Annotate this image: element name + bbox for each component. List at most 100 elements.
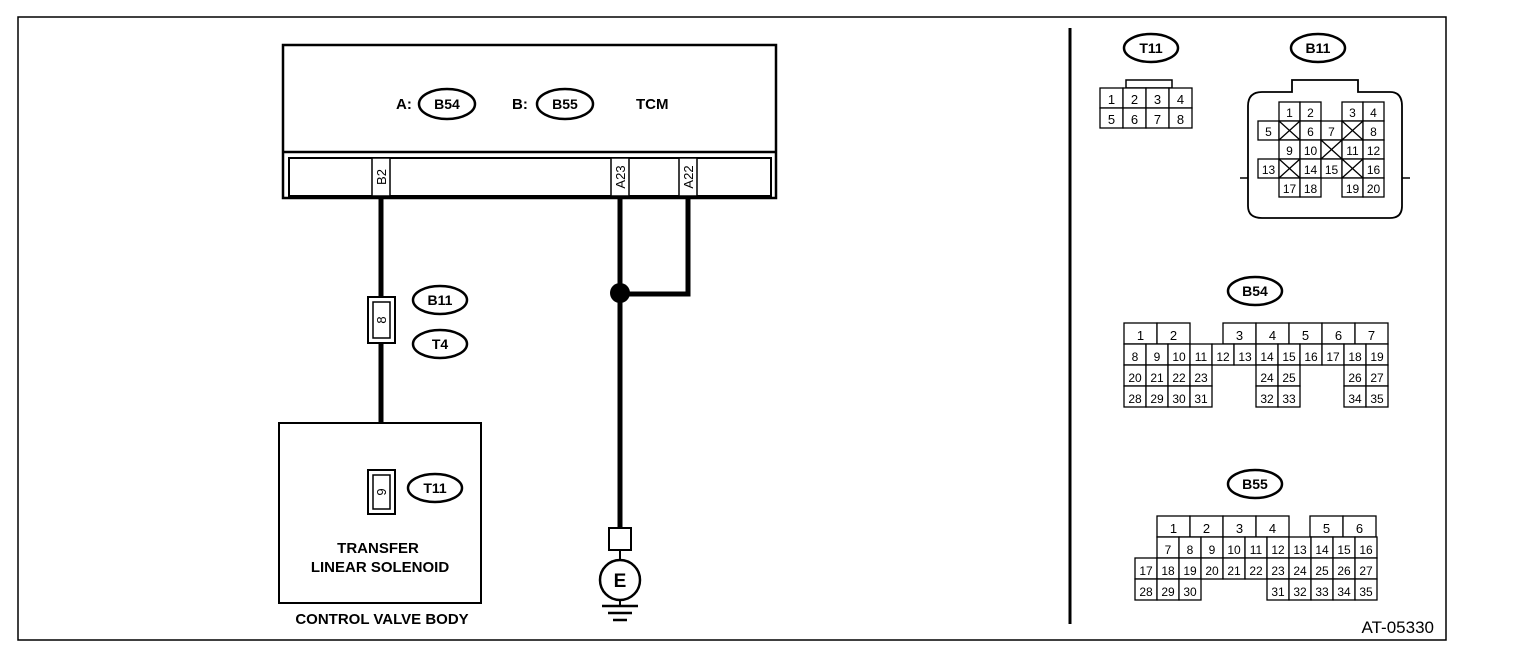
b55-pin-label: 16 (1359, 543, 1373, 557)
solenoid-connector-id: T11 (423, 480, 447, 496)
b55-pin-label: 9 (1209, 543, 1216, 557)
b11-pin-label: 18 (1304, 182, 1318, 196)
solenoid-connector-pin: 9 (374, 488, 389, 495)
t11-pin-label: 4 (1177, 92, 1184, 107)
terminal-b2-label: B2 (374, 169, 389, 185)
b55-pin-label: 25 (1315, 564, 1329, 578)
b54-pin-label: 24 (1260, 371, 1274, 385)
b11-pin-label: 19 (1346, 182, 1360, 196)
b55-pin-label: 15 (1337, 543, 1351, 557)
control-valve-label: CONTROL VALVE BODY (295, 611, 468, 628)
b55-pin-label: 30 (1183, 585, 1197, 599)
b54-pin-label: 6 (1335, 328, 1342, 343)
terminal-a23-label: A23 (613, 165, 628, 188)
b54-pin-label: 20 (1128, 371, 1142, 385)
b11-pin-label: 10 (1304, 144, 1318, 158)
b54-pin-label: 32 (1260, 392, 1274, 406)
b55-pin-label: 12 (1271, 543, 1285, 557)
b55-pin-label: 32 (1293, 585, 1307, 599)
b54-pin-label: 22 (1172, 371, 1186, 385)
b54-pin-label: 23 (1194, 371, 1208, 385)
b54-pin-label: 26 (1348, 371, 1362, 385)
t11-pin-label: 8 (1177, 112, 1184, 127)
b54-pin-label: 2 (1170, 328, 1177, 343)
b55-pin-label: 8 (1187, 543, 1194, 557)
b54-pin-label: 35 (1370, 392, 1384, 406)
b55-pin-label: 33 (1315, 585, 1329, 599)
b55-title: B55 (1242, 476, 1268, 492)
b54-pin-label: 12 (1216, 350, 1230, 364)
b54-pin-label: 27 (1370, 371, 1384, 385)
harness-upper-id: B11 (428, 292, 453, 308)
t11-title: T11 (1139, 40, 1163, 56)
b55-pin-label: 11 (1250, 543, 1263, 557)
b55-pin-label: 6 (1356, 521, 1363, 536)
tcm-box (281, 43, 778, 200)
b55-pin-label: 28 (1139, 585, 1153, 599)
figure-id: AT-05330 (1362, 618, 1434, 637)
b11-pin-label: 20 (1367, 182, 1381, 196)
b54-pin-label: 13 (1238, 350, 1252, 364)
t11-pin-label: 6 (1131, 112, 1138, 127)
b55-pin-label: 19 (1183, 564, 1197, 578)
b11-title: B11 (1306, 40, 1331, 56)
b11-pin-label: 17 (1283, 182, 1297, 196)
b55-pin-label: 2 (1203, 521, 1210, 536)
harness-connector-b11-t4: 8 B11 T4 (367, 284, 469, 360)
b54-pin-label: 1 (1137, 328, 1144, 343)
b54-pin-label: 7 (1368, 328, 1375, 343)
b55-pin-label: 10 (1227, 543, 1241, 557)
ground-label: E (614, 571, 627, 592)
b54-pin-label: 21 (1150, 371, 1164, 385)
b11-pin-label: 3 (1349, 106, 1356, 120)
control-valve-body: 9 T11 TRANSFER LINEAR SOLENOID CONTROL V… (278, 422, 482, 628)
b11-pin-label: 7 (1328, 125, 1335, 139)
b55-pin-label: 31 (1271, 585, 1285, 599)
b55-pin-label: 13 (1293, 543, 1307, 557)
b54-pin-label: 25 (1282, 371, 1296, 385)
b55-pin-cell (1178, 578, 1202, 601)
b55-pin-label: 29 (1161, 585, 1175, 599)
t11-pin-label: 7 (1154, 112, 1161, 127)
b55-title-oval (1226, 468, 1284, 500)
b54-pin-cell (1189, 385, 1213, 408)
b55-pin-label: 20 (1205, 564, 1219, 578)
connector-b-id: B55 (552, 96, 578, 112)
b11-pin-label: 16 (1367, 163, 1381, 177)
b55-pin-label: 23 (1271, 564, 1285, 578)
b54-pin-label: 31 (1194, 392, 1208, 406)
b55-pin-label: 21 (1227, 564, 1241, 578)
t11-pin-label: 1 (1108, 92, 1115, 107)
wire-a22-ground (620, 196, 691, 297)
b54-pin-label: 29 (1150, 392, 1164, 406)
b55-pin-label: 4 (1269, 521, 1276, 536)
b54-pin-label: 8 (1132, 350, 1139, 364)
b54-pin-label: 18 (1348, 350, 1362, 364)
tcm-label: TCM (636, 96, 669, 113)
b11-pin-cell (1299, 177, 1322, 198)
b55-pin-label: 1 (1170, 521, 1177, 536)
b55-pin-label: 7 (1165, 543, 1172, 557)
b54-pin-cell (1277, 385, 1301, 408)
splice-point (610, 283, 630, 303)
solenoid-label-line1: TRANSFER (337, 540, 419, 557)
b11-pin-label: 12 (1367, 144, 1381, 158)
b11-pin-label: 8 (1370, 125, 1377, 139)
b11-pin-label: 9 (1286, 144, 1293, 158)
solenoid-connector-oval (406, 472, 464, 504)
b55-pin-cell (1354, 578, 1378, 601)
t11-title-oval (1122, 32, 1180, 64)
ground-terminal (608, 527, 632, 551)
harness-lower-id: T4 (432, 336, 449, 352)
harness-connector-pin: 8 (374, 316, 389, 323)
b11-pin-label: 4 (1370, 106, 1377, 120)
b11-pin-label: 5 (1265, 125, 1272, 139)
b55-pin-label: 26 (1337, 564, 1351, 578)
